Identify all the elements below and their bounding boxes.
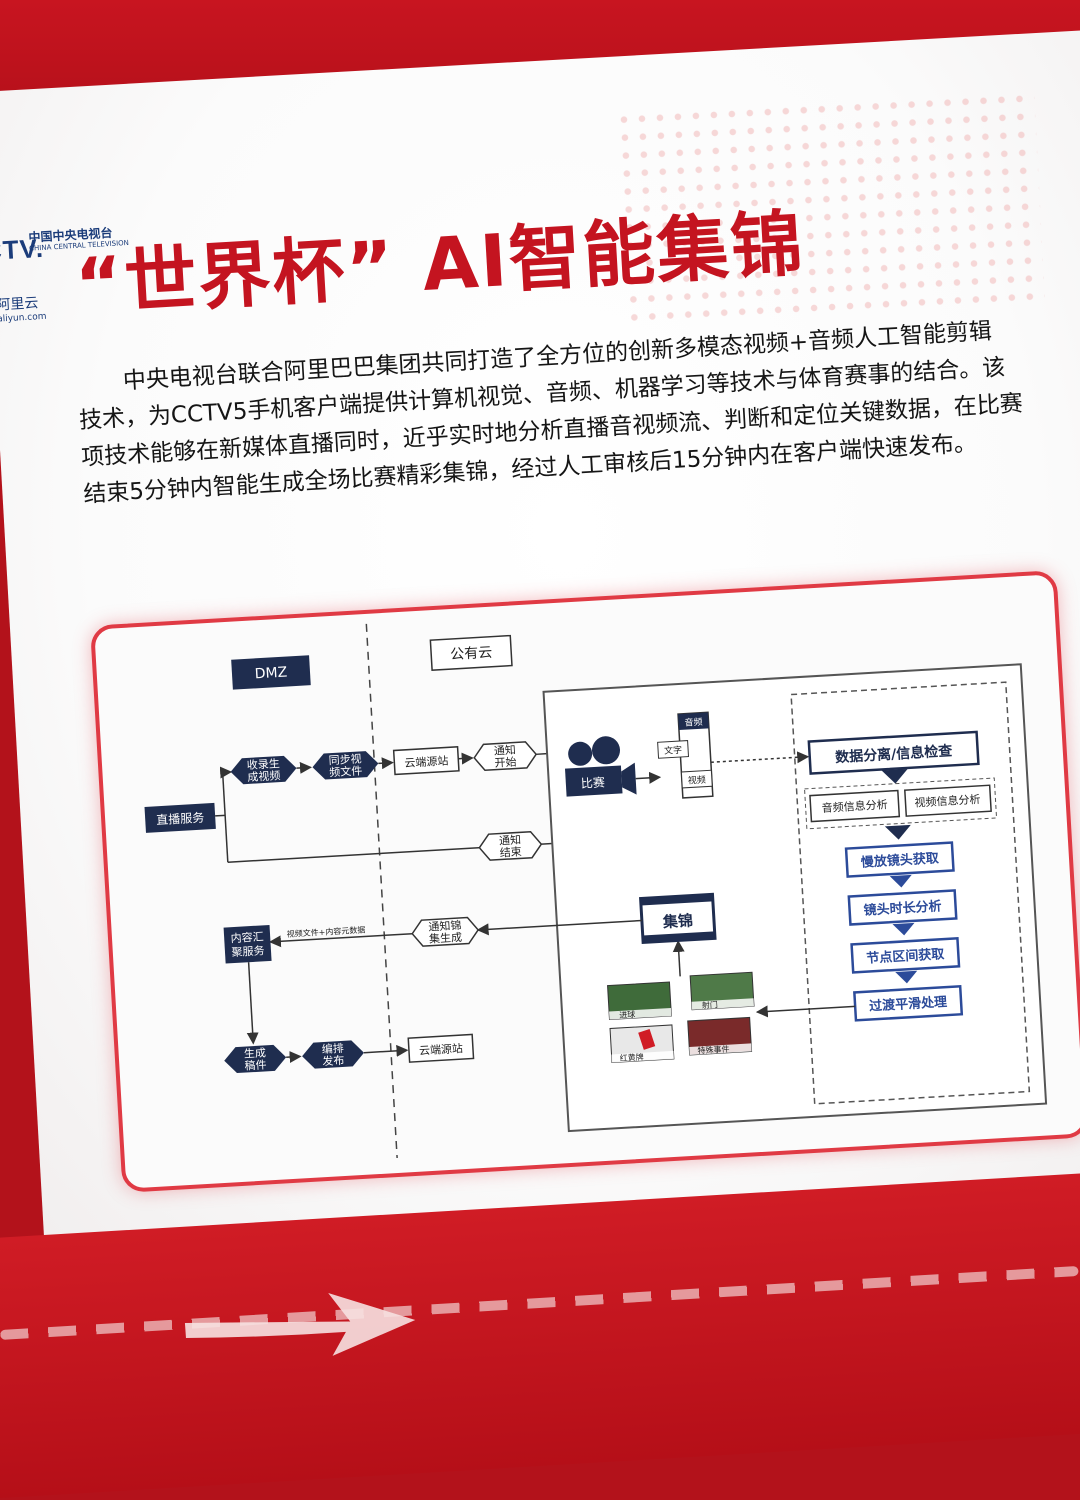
poster-title: “世界杯” AI智能集锦 <box>72 184 807 331</box>
match-label: 比赛 <box>580 774 605 790</box>
dmz-zone-label: DMZ <box>254 665 287 683</box>
aliyun-name-cn: 阿里云 <box>0 292 39 314</box>
special-event-label: 特殊事件 <box>697 1044 730 1056</box>
cloud-origin-bottom-label: 云端源站 <box>419 1041 464 1058</box>
diagram-canvas: DMZ 公有云 直播服务 收录生 成视频 同步视 频文件 云端源站 通知 开始 <box>94 574 1080 1188</box>
edit-publish-label-2: 发布 <box>322 1053 345 1068</box>
notify-start-label-2: 开始 <box>494 754 517 769</box>
video-label: 视频 <box>688 774 707 787</box>
public-cloud-zone-label: 公有云 <box>450 645 493 663</box>
sync-video-label-2: 频文件 <box>329 763 363 779</box>
description-paragraph: 中央电视台联合阿里巴巴集团共同打造了全方位的创新多模态视频+音频人工智能剪辑 技… <box>76 311 1043 514</box>
cloud-origin-top-label: 云端源站 <box>404 753 449 770</box>
audio-label: 音频 <box>684 716 703 729</box>
goal-label: 进球 <box>619 1009 636 1020</box>
red-yellow-card-label: 红黄牌 <box>619 1052 644 1063</box>
highlights-label: 集锦 <box>661 912 693 932</box>
poster-content: CCTV. 中国中央电视台 CHINA CENTRAL TELEVISION 阿… <box>0 0 1080 1470</box>
notify-highlights-label-2: 集生成 <box>429 930 463 946</box>
content-service-label-2: 聚服务 <box>231 944 265 959</box>
live-service-label: 直播服务 <box>156 810 205 828</box>
notify-end-label-2: 结束 <box>499 845 522 859</box>
generate-manuscript-label-2: 稿件 <box>244 1057 267 1072</box>
shot-label: 射门 <box>702 999 719 1010</box>
content-service-label-1: 内容汇 <box>230 929 264 945</box>
aliyun-name-en: aliyun.com <box>0 312 47 325</box>
architecture-diagram: DMZ 公有云 直播服务 收录生 成视频 同步视 频文件 云端源站 通知 开始 <box>90 570 1080 1193</box>
record-generate-label-2: 成视频 <box>247 768 281 784</box>
zone-divider <box>366 624 397 1158</box>
text-label: 文字 <box>664 744 683 757</box>
